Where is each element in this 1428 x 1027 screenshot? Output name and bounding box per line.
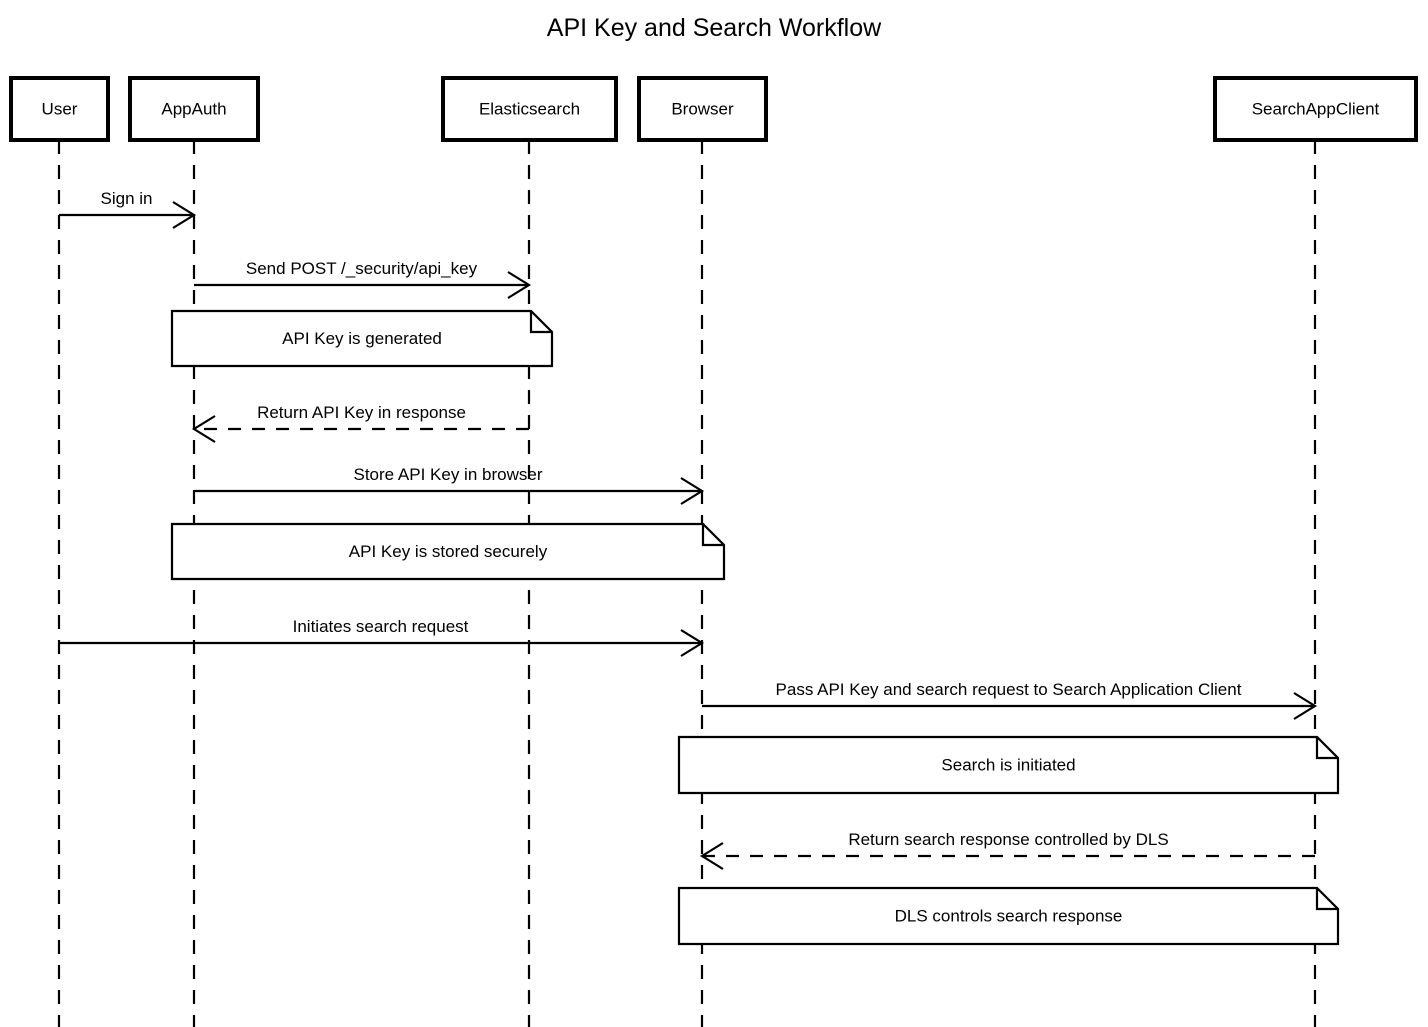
- participant-user[interactable]: User: [9, 76, 110, 142]
- message-1-user-to-appauth: Sign in: [59, 189, 197, 229]
- message-label: Store API Key in browser: [354, 465, 543, 484]
- diagram-title: API Key and Search Workflow: [547, 14, 882, 42]
- participant-box-user: [9, 76, 110, 142]
- note-fold-corner: [1315, 888, 1338, 911]
- participant-box-appauth: [128, 76, 260, 142]
- message-arrowhead: [699, 842, 724, 870]
- participant-box-client: [1213, 76, 1418, 142]
- participant-client[interactable]: SearchAppClient: [1213, 76, 1418, 142]
- participant-label-client: SearchAppClient: [1252, 99, 1380, 118]
- participant-label-appauth: AppAuth: [161, 99, 226, 118]
- message-8-browser-to-client: Pass API Key and search request to Searc…: [702, 680, 1318, 720]
- message-arrowhead: [172, 201, 197, 229]
- note-shape: [677, 735, 1340, 795]
- note-shape: [170, 309, 554, 368]
- message-label: Send POST /_security/api_key: [246, 259, 478, 278]
- message-arrowhead: [680, 629, 705, 657]
- note-3: API Key is generated: [170, 309, 554, 368]
- message-label: Return search response controlled by DLS: [848, 830, 1168, 849]
- participants-layer: User AppAuth Elasticsearch Browser SearchApp…: [9, 76, 1418, 142]
- message-4-elastic-to-appauth: Return API Key in response: [191, 403, 529, 443]
- message-label: Initiates search request: [293, 617, 469, 636]
- note-label: API Key is generated: [282, 329, 442, 348]
- note-shape: [677, 886, 1340, 946]
- participant-appauth[interactable]: AppAuth: [128, 76, 260, 142]
- message-2-appauth-to-elastic: Send POST /_security/api_key: [194, 259, 532, 299]
- note-fold-corner: [701, 524, 724, 547]
- note-9: Search is initiated: [677, 735, 1340, 795]
- participant-label-browser: Browser: [671, 99, 734, 118]
- note-11: DLS controls search response: [677, 886, 1340, 946]
- participant-box-browser: [637, 76, 768, 142]
- note-fold-corner: [529, 311, 552, 334]
- note-label: API Key is stored securely: [349, 542, 548, 561]
- note-shape: [170, 522, 726, 581]
- note-label: DLS controls search response: [895, 906, 1123, 925]
- note-label: Search is initiated: [941, 755, 1075, 774]
- participant-label-user: User: [42, 99, 78, 118]
- note-fold-corner: [1315, 737, 1338, 760]
- message-5-appauth-to-browser: Store API Key in browser: [194, 465, 705, 505]
- message-10-client-to-browser: Return search response controlled by DLS: [699, 830, 1315, 870]
- message-arrowhead: [1293, 692, 1318, 720]
- message-label: Pass API Key and search request to Searc…: [776, 680, 1242, 699]
- participant-elastic[interactable]: Elasticsearch: [441, 76, 618, 142]
- message-label: Return API Key in response: [257, 403, 466, 422]
- message-arrowhead: [507, 271, 532, 299]
- message-arrowhead: [191, 415, 216, 443]
- message-label: Sign in: [101, 189, 153, 208]
- message-7-user-to-browser: Initiates search request: [59, 617, 705, 657]
- message-arrowhead: [680, 477, 705, 505]
- participant-box-elastic: [441, 76, 618, 142]
- participant-label-elastic: Elasticsearch: [479, 99, 580, 118]
- note-6: API Key is stored securely: [170, 522, 726, 581]
- participant-browser[interactable]: Browser: [637, 76, 768, 142]
